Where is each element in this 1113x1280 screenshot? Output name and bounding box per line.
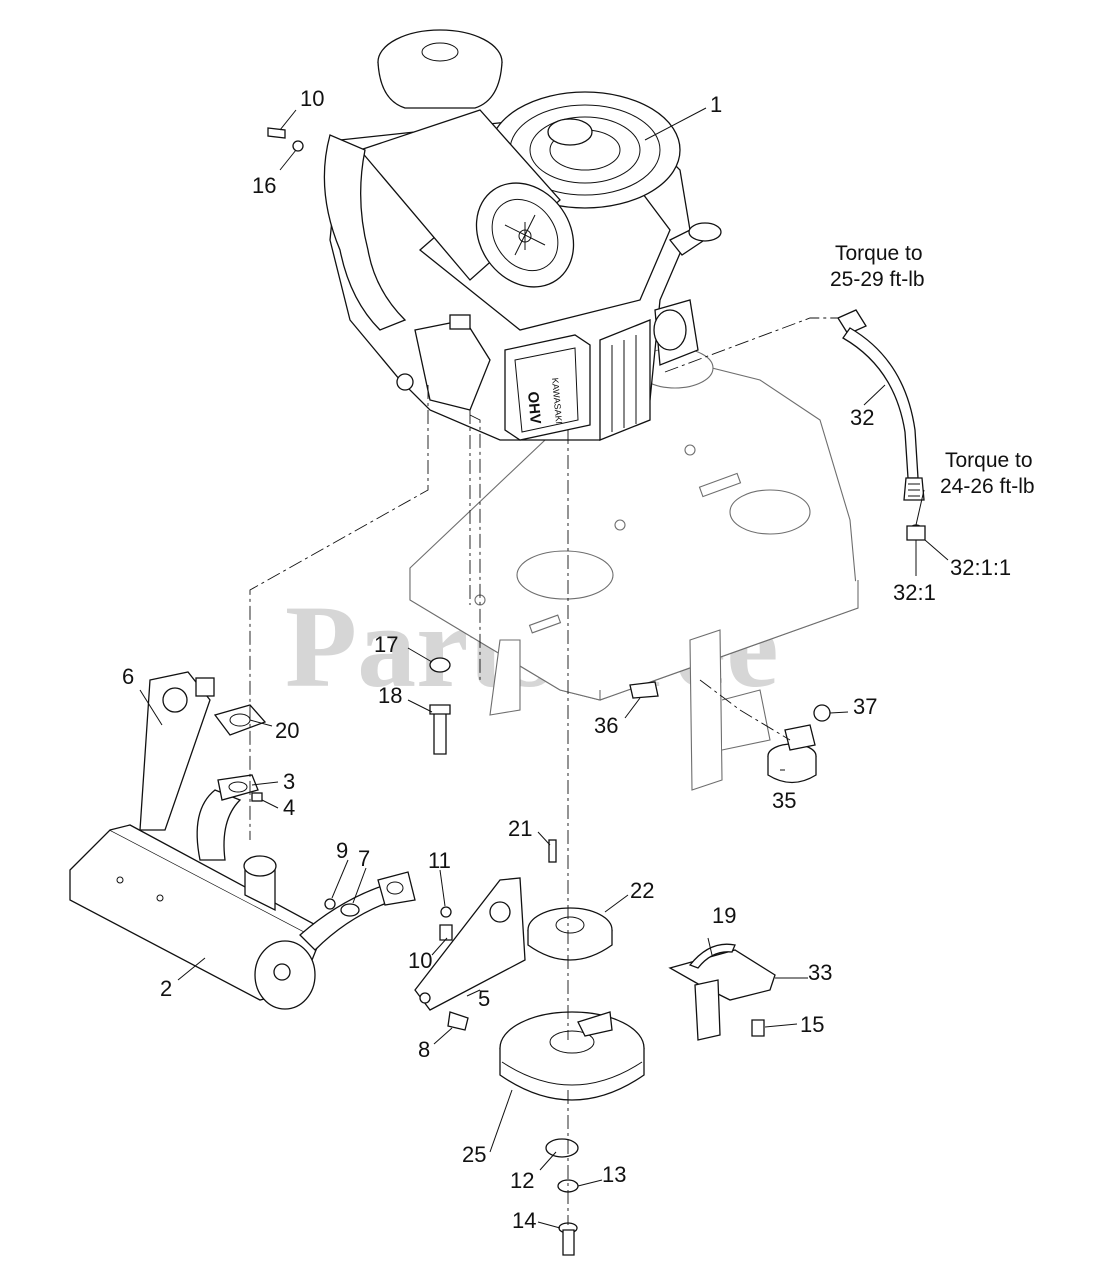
callout-8: 8 bbox=[418, 1037, 430, 1062]
leader-lines bbox=[139, 107, 949, 1229]
callout-12: 12 bbox=[510, 1168, 534, 1193]
callout-21: 21 bbox=[508, 816, 532, 841]
callout-5: 5 bbox=[478, 986, 490, 1011]
callout-36: 36 bbox=[594, 713, 618, 738]
pulley-22 bbox=[527, 907, 613, 961]
callout-25: 25 bbox=[462, 1142, 486, 1167]
bracket-5 bbox=[414, 877, 526, 1011]
callout-1: 1 bbox=[710, 92, 722, 117]
clutch-25 bbox=[499, 1011, 645, 1101]
callout-33: 33 bbox=[808, 960, 832, 985]
callout-4: 4 bbox=[283, 795, 295, 820]
callout-20: 20 bbox=[275, 718, 299, 743]
engine-brand-label: KAWASAKI bbox=[550, 377, 564, 424]
callout-9: 9 bbox=[336, 838, 348, 863]
callout-18: 18 bbox=[378, 683, 402, 708]
callout-15: 15 bbox=[800, 1012, 824, 1037]
callout-37: 37 bbox=[853, 694, 877, 719]
callout-19: 19 bbox=[712, 903, 736, 928]
callout-35: 35 bbox=[772, 788, 796, 813]
bracket-6 bbox=[139, 671, 215, 831]
callout-10-bottom: 10 bbox=[408, 948, 432, 973]
washers-12-13 bbox=[545, 1138, 579, 1193]
flange-3 bbox=[217, 774, 259, 801]
alignment-lines bbox=[249, 317, 838, 1225]
hose-32 bbox=[837, 309, 926, 541]
callout-10-top: 10 bbox=[300, 86, 324, 111]
gasket-20 bbox=[213, 704, 267, 736]
callout-22: 22 bbox=[630, 878, 654, 903]
callout-7: 7 bbox=[358, 846, 370, 871]
callout-16: 16 bbox=[252, 173, 276, 198]
callout-6: 6 bbox=[122, 664, 134, 689]
callout-17: 17 bbox=[374, 632, 398, 657]
callout-32-1: 32:1 bbox=[893, 580, 936, 605]
callout-32: 32 bbox=[850, 405, 874, 430]
bracket-33 bbox=[668, 943, 776, 1041]
note-torque-bottom-1: Torque to bbox=[945, 449, 1033, 472]
bolt-14 bbox=[558, 1222, 578, 1256]
note-torque-top-2: 25-29 ft-lb bbox=[830, 268, 925, 291]
callout-11: 11 bbox=[428, 848, 451, 873]
hardware bbox=[251, 127, 831, 1031]
engine: OHV KAWASAKI bbox=[323, 29, 722, 441]
valve-cover-label: OHV bbox=[524, 391, 544, 425]
callout-3: 3 bbox=[283, 769, 295, 794]
callout-14: 14 bbox=[512, 1208, 536, 1233]
callout-2: 2 bbox=[160, 976, 172, 1001]
flange-7 bbox=[377, 871, 416, 906]
callout-32-1-1: 32:1:1 bbox=[950, 555, 1011, 580]
callout-13: 13 bbox=[602, 1162, 626, 1187]
muffler-assembly bbox=[69, 789, 397, 1010]
note-torque-bottom-2: 24-26 ft-lb bbox=[940, 475, 1035, 498]
note-torque-top-1: Torque to bbox=[835, 242, 923, 265]
